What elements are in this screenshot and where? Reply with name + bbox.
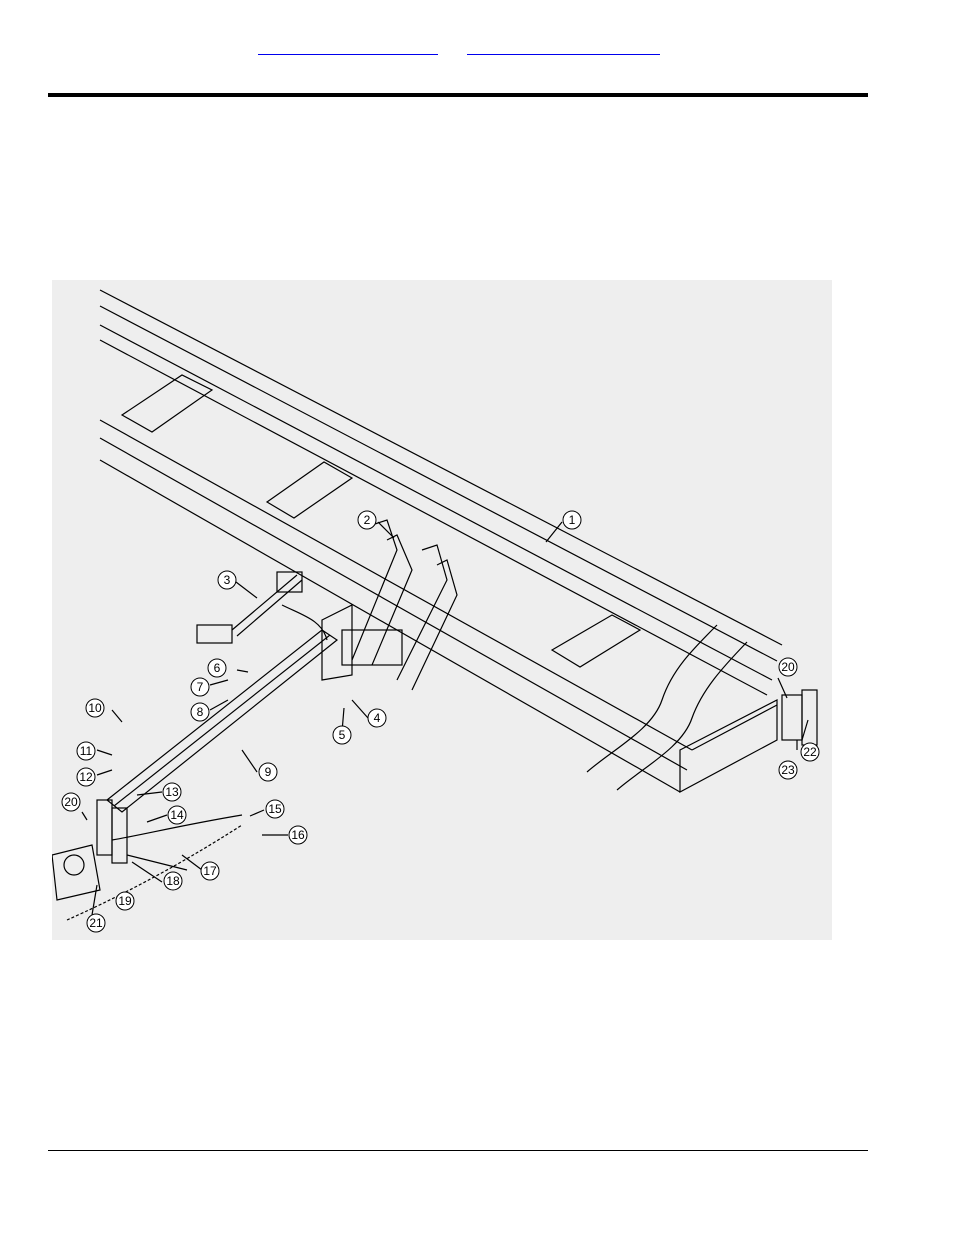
callout-15: 15 [266, 800, 284, 818]
svg-text:7: 7 [197, 680, 204, 694]
callout-5: 5 [333, 726, 351, 744]
parts-drawing: 1 2 3 4 5 6 7 8 9 10 11 12 13 14 15 16 1… [52, 280, 832, 940]
svg-text:23: 23 [781, 763, 795, 777]
svg-text:21: 21 [89, 916, 103, 930]
svg-text:12: 12 [79, 770, 93, 784]
svg-text:8: 8 [197, 705, 204, 719]
callout-12: 12 [77, 768, 95, 786]
callout-20-front: 20 [62, 793, 80, 811]
svg-text:6: 6 [214, 661, 221, 675]
svg-text:22: 22 [803, 745, 817, 759]
callout-14: 14 [168, 806, 186, 824]
callout-7: 7 [191, 678, 209, 696]
svg-text:4: 4 [374, 711, 381, 725]
callout-8: 8 [191, 703, 209, 721]
nav-link-previous[interactable] [258, 40, 438, 55]
header-rule [48, 93, 868, 97]
header-links [0, 40, 954, 60]
callout-19: 19 [116, 892, 134, 910]
svg-text:20: 20 [781, 660, 795, 674]
callout-1: 1 [563, 511, 581, 529]
callout-17: 17 [201, 862, 219, 880]
callout-18: 18 [164, 872, 182, 890]
callout-2: 2 [358, 511, 376, 529]
svg-text:5: 5 [339, 728, 346, 742]
svg-text:19: 19 [118, 894, 132, 908]
svg-text:17: 17 [203, 864, 217, 878]
svg-text:13: 13 [165, 785, 179, 799]
svg-text:11: 11 [80, 744, 93, 758]
svg-text:2: 2 [364, 513, 371, 527]
footer-rule [48, 1150, 868, 1151]
callout-10: 10 [86, 699, 104, 717]
callout-22: 22 [801, 743, 819, 761]
svg-text:3: 3 [224, 573, 231, 587]
callout-11: 11 [77, 742, 95, 760]
callout-20-rear: 20 [779, 658, 797, 676]
callout-6: 6 [208, 659, 226, 677]
svg-text:20: 20 [64, 795, 78, 809]
callout-21: 21 [87, 914, 105, 932]
callout-23: 23 [779, 761, 797, 779]
callout-4: 4 [368, 709, 386, 727]
svg-text:14: 14 [170, 808, 184, 822]
svg-text:10: 10 [88, 701, 102, 715]
callout-3: 3 [218, 571, 236, 589]
svg-text:15: 15 [268, 802, 282, 816]
callout-9: 9 [259, 763, 277, 781]
nav-link-next[interactable] [467, 40, 660, 55]
parts-drawing-svg: 1 2 3 4 5 6 7 8 9 10 11 12 13 14 15 16 1… [52, 280, 832, 940]
svg-text:18: 18 [166, 874, 180, 888]
svg-text:16: 16 [291, 828, 305, 842]
callout-13: 13 [163, 783, 181, 801]
callout-16: 16 [289, 826, 307, 844]
svg-text:1: 1 [569, 513, 576, 527]
svg-text:9: 9 [265, 765, 272, 779]
